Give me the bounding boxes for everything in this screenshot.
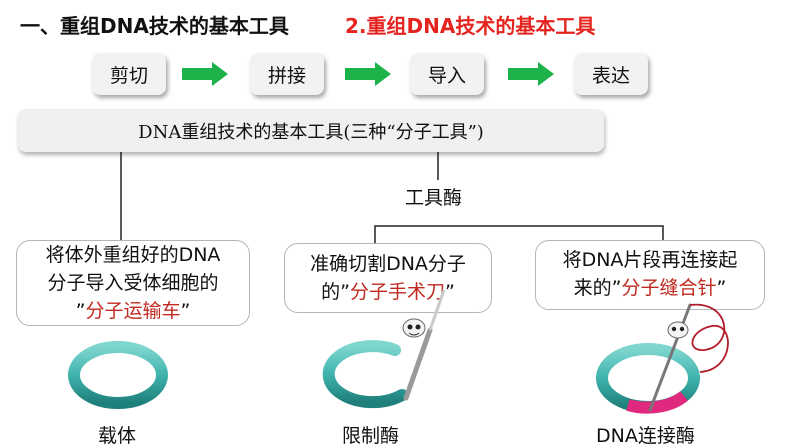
- ligase-line1: 将DNA片段再连接起: [562, 249, 738, 271]
- vector-line1: 将体外重组好的DNA: [45, 244, 221, 266]
- ligase-description: 将DNA片段再连接起 来的”分子缝合针”: [535, 240, 765, 310]
- vector-highlight: 分子运输车: [85, 300, 181, 322]
- restriction-line1: 准确切割DNA分子: [310, 253, 466, 275]
- quote-close: ”: [180, 300, 191, 322]
- tools-banner: DNA重组技术的基本工具(三种“分子工具”): [18, 109, 604, 152]
- step-import: 导入: [410, 53, 484, 95]
- plasmid-ring-icon: [68, 341, 168, 409]
- ligase-highlight: 分子缝合针: [621, 277, 717, 299]
- ligated-plasmid-ring-icon: [596, 343, 700, 414]
- vector-description: 将体外重组好的DNA 分子导入受体细胞的 ”分子运输车”: [16, 240, 250, 326]
- step-ligate: 拼接: [250, 53, 324, 95]
- restriction-highlight: 分子手术刀: [349, 281, 445, 303]
- quote-open: ”: [75, 300, 86, 322]
- page-title: 一、重组DNA技术的基本工具: [20, 14, 289, 38]
- right-arrow-icon: [345, 62, 391, 86]
- vector-line2: 分子导入受体细胞的: [47, 272, 219, 294]
- step-express: 表达: [574, 53, 648, 95]
- restriction-prefix: 的”: [321, 281, 350, 303]
- caption-vector: 载体: [98, 425, 137, 447]
- banner-text: DNA重组技术的基本工具(三种“分子工具”): [138, 121, 484, 143]
- quote-close: ”: [445, 281, 455, 303]
- right-arrow-icon: [508, 62, 554, 86]
- cut-plasmid-ring-icon: [322, 340, 408, 409]
- restriction-line2: 的”分子手术刀”: [285, 278, 491, 306]
- section-title: 2.重组DNA技术的基本工具: [345, 14, 596, 38]
- vector-line3: ”分子运输车”: [17, 297, 249, 325]
- quote-close: ”: [716, 277, 727, 299]
- ligase-line2: 来的”分子缝合针”: [536, 274, 764, 302]
- ligase-prefix: 来的”: [573, 277, 622, 299]
- needle-icon: [648, 303, 729, 412]
- enzyme-group-label: 工具酶: [405, 187, 463, 209]
- caption-ligase: DNA连接酶: [596, 425, 695, 447]
- right-arrow-icon: [182, 62, 228, 86]
- scalpel-icon: [402, 289, 446, 401]
- caption-restriction-enzyme: 限制酶: [342, 425, 400, 447]
- restriction-enzyme-description: 准确切割DNA分子 的”分子手术刀”: [284, 243, 492, 313]
- step-cut: 剪切: [92, 53, 166, 95]
